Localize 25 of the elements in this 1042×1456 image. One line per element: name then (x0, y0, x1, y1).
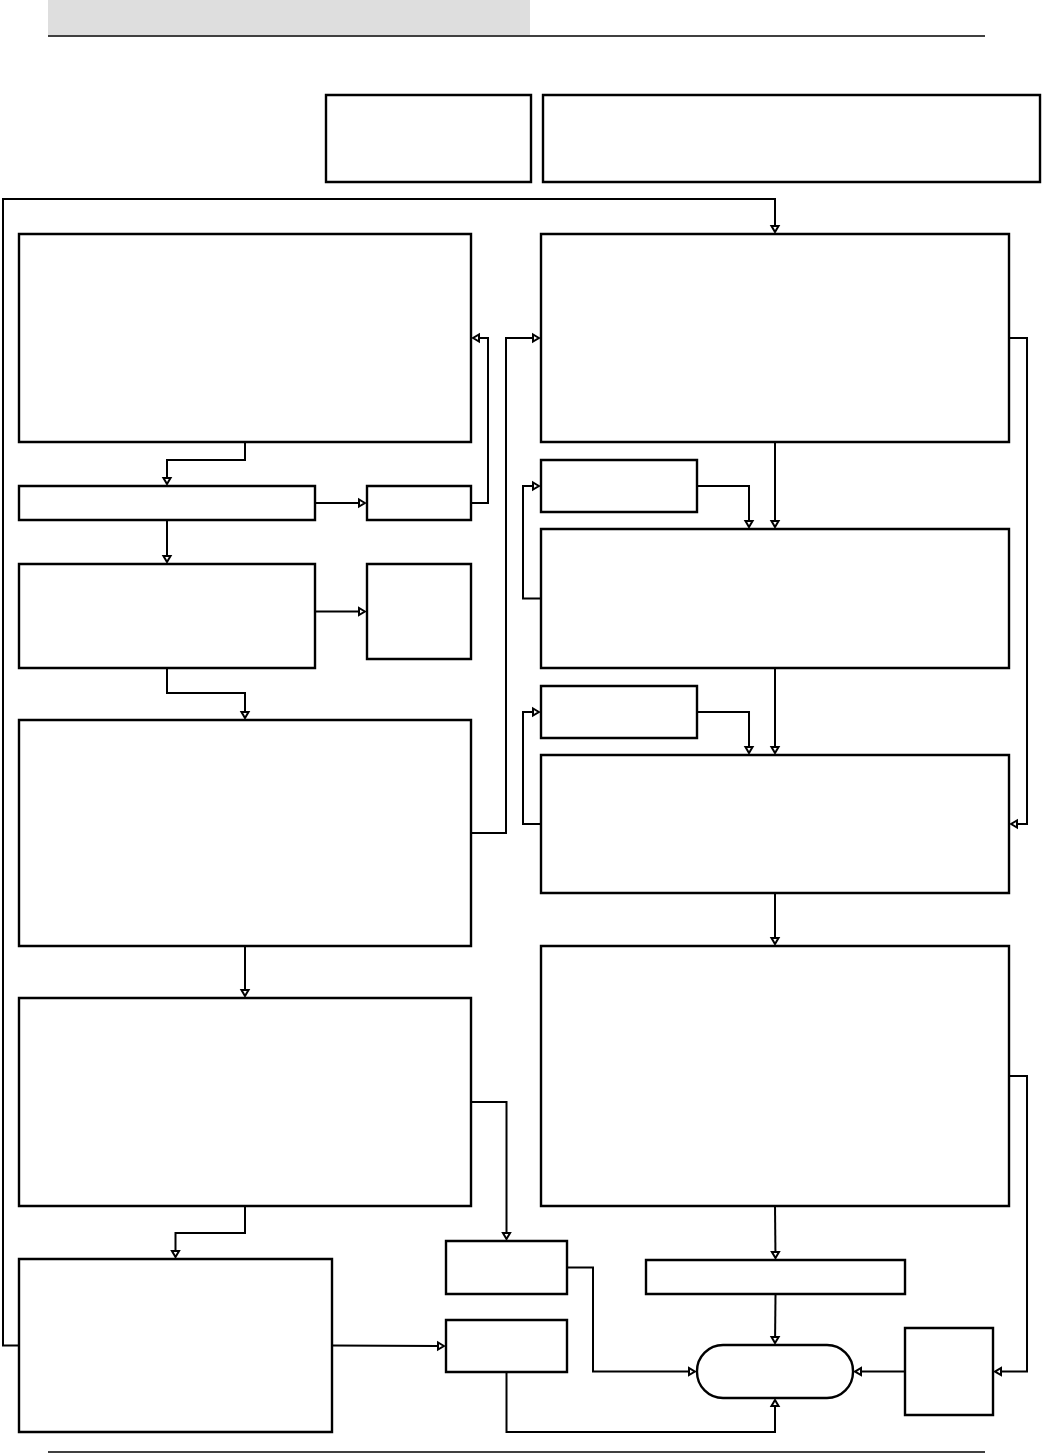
connector-arrow (522, 480, 542, 600)
process-box (444, 1239, 569, 1296)
connector-arrow (2, 198, 781, 1347)
process-box (17, 718, 473, 948)
process-box (365, 484, 473, 522)
process-box (539, 753, 1011, 895)
process-box (541, 93, 1042, 184)
process-box (17, 232, 473, 444)
connector-arrow (1008, 337, 1028, 830)
process-box (17, 1257, 334, 1434)
process-box (539, 944, 1011, 1208)
connector-arrow (522, 706, 542, 825)
process-box (17, 996, 473, 1208)
process-box (17, 484, 317, 522)
process-box (444, 1318, 569, 1374)
process-box (539, 232, 1011, 444)
process-box (903, 1326, 995, 1417)
process-box (539, 527, 1011, 670)
process-box (644, 1258, 907, 1296)
terminator-shape (695, 1343, 855, 1400)
process-box (17, 562, 317, 670)
process-box (365, 562, 473, 661)
process-box (539, 458, 699, 514)
process-box (324, 93, 533, 184)
process-box (539, 684, 699, 740)
